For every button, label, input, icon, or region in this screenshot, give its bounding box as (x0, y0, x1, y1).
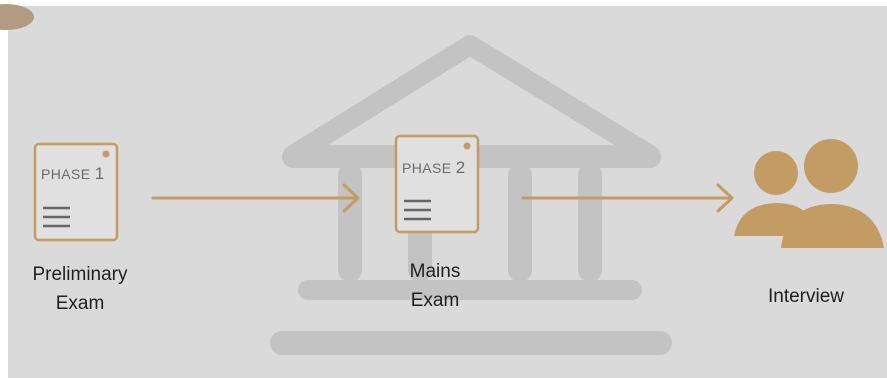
stage-label-mains-exam: Mains Exam (409, 261, 461, 311)
phase-1-word: PHASE (41, 166, 91, 182)
phase-2-word: PHASE (402, 160, 452, 176)
phase-2-title: PHASE 2 (402, 158, 466, 178)
phase-1-number: 1 (94, 164, 105, 183)
arrow-phase2-to-interview (521, 183, 734, 213)
phase-2-number: 2 (455, 158, 466, 177)
phase-1-title: PHASE 1 (41, 164, 105, 184)
arrow-phase1-to-phase2 (151, 183, 360, 213)
stage-label-preliminary-exam: Preliminary Exam (32, 264, 128, 314)
stage-label-interview: Interview (767, 286, 845, 307)
